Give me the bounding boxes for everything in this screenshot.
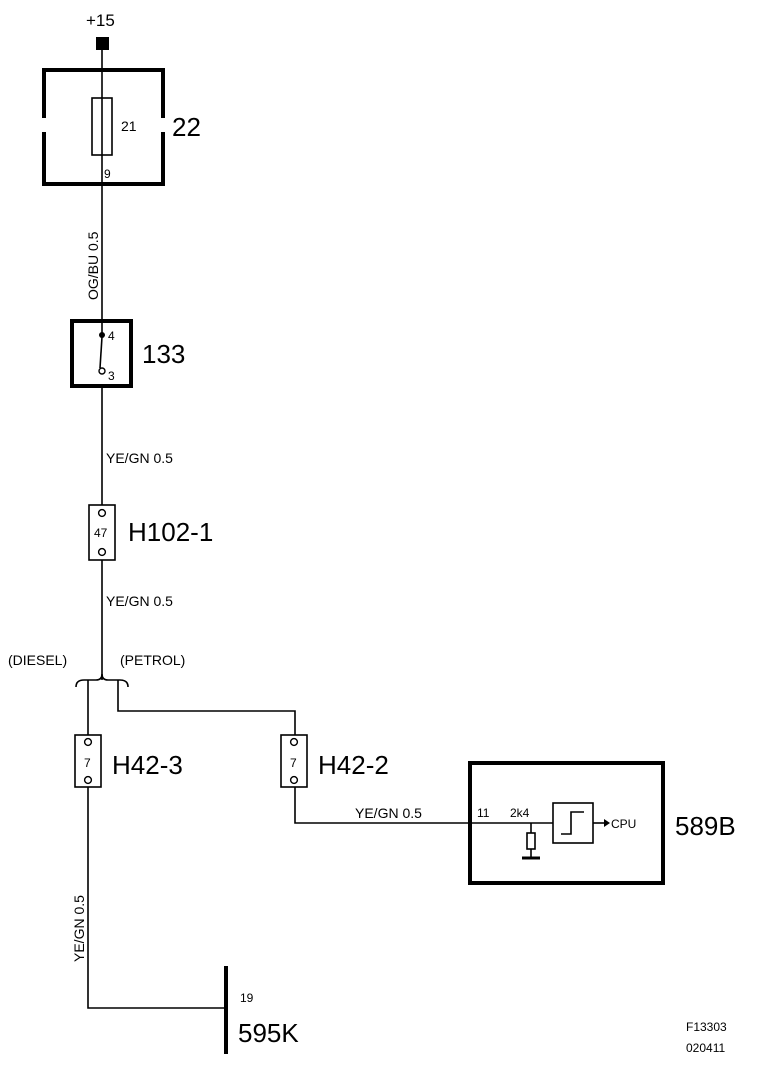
fuse-box-22: 21 22 9 [42,68,201,186]
fuse-box-id: 22 [172,112,201,142]
resistor-symbol [526,832,536,850]
ground-point-595k-id: 595K [238,1018,299,1048]
variant-petrol: (PETROL) [120,652,185,668]
module-589b-resistor: 2k4 [510,806,530,820]
figure-id: F13303 [686,1020,727,1034]
switch-pin-bottom: 3 [108,369,115,383]
wire-ye-gn-to-595k-label: YE/GN 0.5 [71,895,87,962]
wire-ye-gn-to-589b [294,787,531,824]
supply-label: +15 [86,11,115,30]
connector-h42-3: 7 H42-3 [74,734,183,788]
variant-split: (DIESEL) (PETROL) [8,652,296,737]
connector-h102-1-id: H102-1 [128,517,213,547]
wire-ye-gn-1-label: YE/GN 0.5 [106,450,173,466]
fuse-box-pin: 9 [104,167,111,181]
switch-133: 4 3 133 [70,319,185,388]
wire-og-bu-label: OG/BU 0.5 [85,231,101,300]
module-589b: 11 2k4 CPU 589B [468,761,736,885]
variant-diesel: (DIESEL) [8,652,67,668]
supply-terminal [96,37,109,50]
connector-h102-1: 47 H102-1 [88,504,213,561]
fuse-number: 21 [121,118,137,134]
arrow-icon [604,819,610,827]
module-589b-id: 589B [675,811,736,841]
connector-h42-2-pin: 7 [290,756,297,770]
schmitt-trigger-icon [552,802,594,844]
switch-pin-top: 4 [108,329,115,343]
ground-point-595k-pin: 19 [240,991,254,1005]
wire-ye-gn-to-595k [87,787,226,1009]
module-589b-output: CPU [611,817,636,831]
connector-h42-3-id: H42-3 [112,750,183,780]
date-code: 020411 [686,1041,725,1055]
wire-ye-gn-to-589b-label: YE/GN 0.5 [355,805,422,821]
connector-h42-2-id: H42-2 [318,750,389,780]
wire-ye-gn-2-label: YE/GN 0.5 [106,593,173,609]
switch-id: 133 [142,339,185,369]
connector-h42-3-pin: 7 [84,756,91,770]
connector-h102-1-pin: 47 [94,526,108,540]
ground-point-595k: 19 595K [224,966,299,1054]
module-589b-pin: 11 [477,806,490,820]
connector-h42-2: 7 H42-2 [280,734,389,788]
wire-petrol-branch [117,680,296,737]
